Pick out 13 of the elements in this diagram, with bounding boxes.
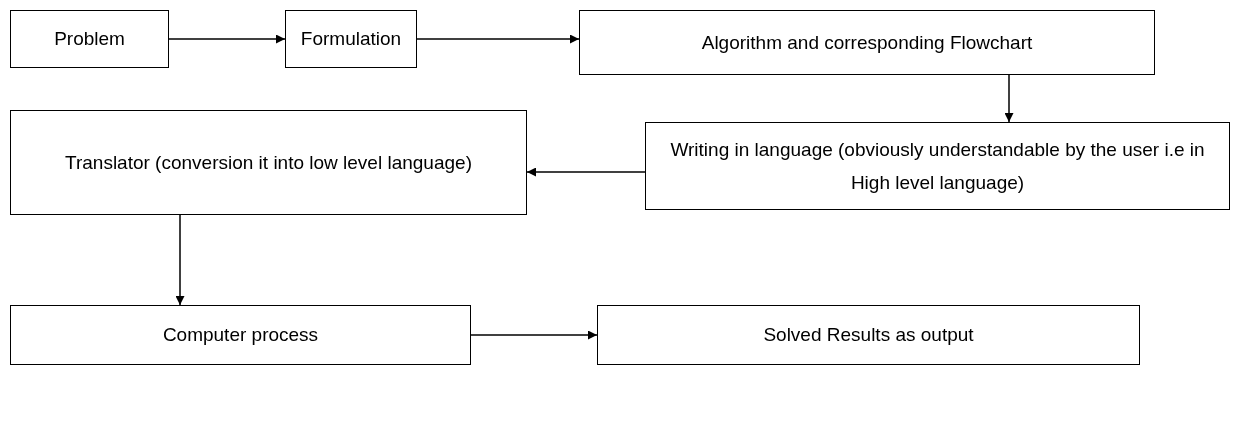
arrow [1004, 74, 1014, 123]
process-box: Algorithm and corresponding Flowchart [579, 10, 1155, 75]
process-box: Computer process [10, 305, 471, 365]
process-box: Translator (conversion it into low level language) [10, 110, 527, 215]
process-box: Formulation [285, 10, 417, 68]
process-box: Solved Results as output [597, 305, 1140, 365]
arrow [416, 34, 580, 44]
arrow [526, 167, 646, 177]
arrow [470, 330, 598, 340]
process-box: Writing in language (obviously understandable by the user i.e in High level language) [645, 122, 1230, 210]
arrow [168, 34, 286, 44]
process-box: Problem [10, 10, 169, 68]
arrow [175, 214, 185, 306]
